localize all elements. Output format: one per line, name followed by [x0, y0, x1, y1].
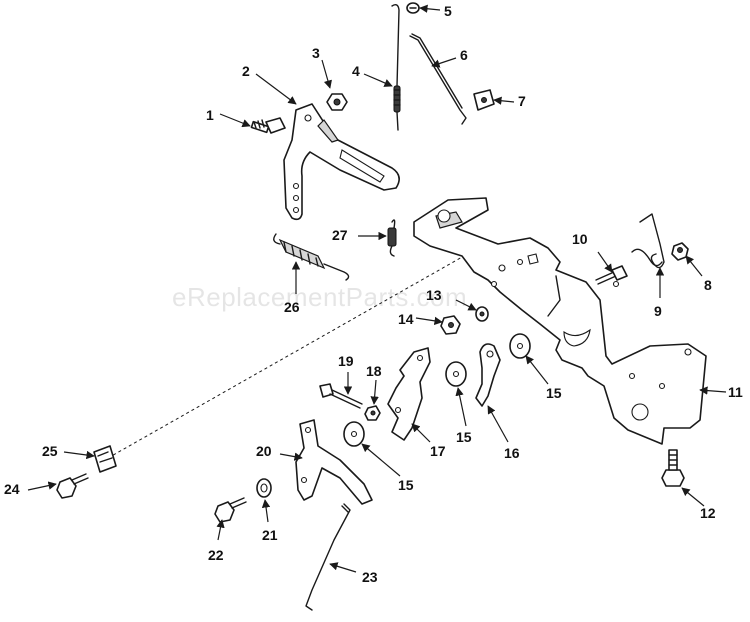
part-2-lever-bracket	[283, 103, 400, 221]
callout-labels: 1 2 3 4 5 6 7 8 9 10 11 12 13 14 15 15 1…	[4, 3, 743, 585]
callout-6: 6	[460, 47, 468, 63]
part-11-main-bracket	[413, 197, 707, 445]
callout-17: 17	[430, 443, 446, 459]
callout-5: 5	[444, 3, 452, 19]
part-3-nut	[326, 93, 348, 111]
part-16-lever	[475, 343, 501, 407]
part-20-bracket	[295, 419, 373, 505]
callout-7: 7	[518, 93, 526, 109]
callout-24: 24	[4, 481, 20, 497]
callout-1: 1	[206, 107, 214, 123]
callout-15-a: 15	[546, 385, 562, 401]
part-15-washer-b	[445, 361, 467, 387]
part-5-screw	[406, 2, 420, 14]
part-12-bolt	[661, 449, 685, 487]
callout-22: 22	[208, 547, 224, 563]
callout-18: 18	[366, 363, 382, 379]
part-17-throttle-lever	[387, 347, 431, 441]
part-14-nut	[440, 315, 461, 335]
part-15-washer-a	[509, 333, 531, 359]
part-22-bolt	[214, 497, 247, 523]
callout-16: 16	[504, 445, 520, 461]
callout-26: 26	[284, 299, 300, 315]
callout-2: 2	[242, 63, 250, 79]
callout-10: 10	[572, 231, 588, 247]
part-24-bolt	[56, 473, 89, 499]
part-25-clip	[93, 445, 117, 473]
callout-12: 12	[700, 505, 716, 521]
callout-20: 20	[256, 443, 272, 459]
callout-3: 3	[312, 45, 320, 61]
callout-23: 23	[362, 569, 378, 585]
part-21-washer	[256, 478, 272, 498]
watermark-text: eReplacementParts.com	[172, 282, 467, 312]
callout-14: 14	[398, 311, 414, 327]
part-7-clip	[473, 89, 495, 111]
callout-13: 13	[426, 287, 442, 303]
callout-4: 4	[352, 63, 360, 79]
callout-25: 25	[42, 443, 58, 459]
callout-21: 21	[262, 527, 278, 543]
part-18-nut	[364, 405, 381, 421]
part-15-washer-c	[343, 421, 365, 447]
leader-lines	[27, 4, 727, 573]
alignment-line	[107, 247, 479, 459]
callout-27: 27	[332, 227, 348, 243]
part-23-link-rod	[305, 503, 351, 611]
part-8-nut	[671, 242, 689, 261]
part-13-washer	[475, 306, 489, 322]
callout-15-c: 15	[398, 477, 414, 493]
callout-9: 9	[654, 303, 662, 319]
part-27-spring	[387, 219, 397, 257]
callout-8: 8	[704, 277, 712, 293]
part-6-rod	[409, 33, 467, 125]
part-19-long-bolt	[319, 383, 363, 409]
callout-19: 19	[338, 353, 354, 369]
part-9-spring	[631, 213, 665, 269]
part-26-spring	[273, 233, 350, 281]
part-10-bolt	[595, 265, 628, 285]
part-4-spring	[391, 3, 401, 131]
callout-11: 11	[728, 384, 743, 400]
callout-15-b: 15	[456, 429, 472, 445]
part-1-bolt	[250, 117, 286, 134]
